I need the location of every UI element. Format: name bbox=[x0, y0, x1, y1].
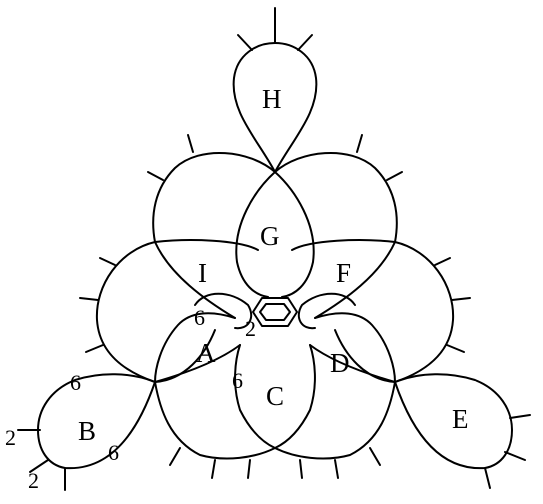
picot-e-ring-3 bbox=[484, 467, 491, 489]
picot-b-6 bbox=[369, 447, 381, 466]
picot-ul-2 bbox=[147, 171, 164, 181]
count-6-ring-b-bottom: 6 bbox=[108, 440, 119, 465]
center-hexagon-inner bbox=[259, 303, 291, 321]
picot-r-3 bbox=[446, 344, 465, 353]
picot-r-1 bbox=[434, 257, 451, 266]
picot-ul-1 bbox=[187, 134, 194, 153]
petal-a bbox=[154, 312, 276, 460]
label-a: A bbox=[196, 338, 216, 368]
picot-b-3 bbox=[247, 459, 251, 479]
petal-c-left bbox=[234, 344, 276, 449]
count-2-ring-b-left: 2 bbox=[5, 425, 16, 450]
label-i: I bbox=[198, 258, 207, 288]
picot-h-left bbox=[237, 34, 253, 51]
label-e: E bbox=[452, 404, 469, 434]
count-6-ring-b-top: 6 bbox=[70, 370, 81, 395]
loop-f-inner bbox=[297, 292, 356, 330]
picot-b-4 bbox=[299, 459, 303, 479]
picot-l-2 bbox=[79, 297, 99, 301]
count-2-ring-b-bottom: 2 bbox=[28, 468, 39, 493]
picot-ur-2 bbox=[386, 171, 403, 181]
picot-b-2 bbox=[211, 459, 216, 479]
picot-b-ring-2 bbox=[29, 459, 49, 473]
picot-l-1 bbox=[99, 257, 116, 266]
count-6-center-bottom: 6 bbox=[232, 368, 243, 393]
loop-i-inner bbox=[194, 292, 253, 330]
curve-a-inner bbox=[154, 344, 241, 383]
petal-upper-left bbox=[152, 151, 276, 319]
picot-e-ring-2 bbox=[504, 451, 526, 461]
picot-b-5 bbox=[334, 459, 339, 479]
label-d: D bbox=[330, 348, 350, 378]
picot-h-right bbox=[297, 34, 313, 51]
ring-b bbox=[37, 373, 156, 470]
label-h: H bbox=[262, 84, 282, 114]
petal-right bbox=[334, 241, 455, 383]
label-g: G bbox=[260, 221, 280, 251]
curve-d-inner bbox=[309, 344, 396, 383]
arc-band-right bbox=[291, 239, 396, 251]
label-b: B bbox=[78, 416, 96, 446]
picot-r-2 bbox=[451, 297, 471, 301]
label-c: C bbox=[266, 381, 284, 411]
petal-d bbox=[274, 312, 396, 460]
ring-e bbox=[394, 373, 513, 470]
picot-e-ring-1 bbox=[509, 414, 531, 419]
picot-ur-1 bbox=[356, 134, 363, 153]
ring-g bbox=[235, 171, 315, 298]
petal-upper-right bbox=[274, 151, 398, 319]
picot-l-3 bbox=[85, 344, 104, 353]
center-hexagon bbox=[252, 297, 298, 327]
petal-left bbox=[95, 241, 216, 383]
label-f: F bbox=[336, 258, 351, 288]
picot-b-1 bbox=[169, 447, 181, 466]
count-6-center-left: 6 bbox=[194, 305, 205, 330]
count-2-center: 2 bbox=[245, 316, 256, 341]
arc-band-left bbox=[154, 239, 259, 251]
petal-c-right bbox=[274, 344, 316, 449]
